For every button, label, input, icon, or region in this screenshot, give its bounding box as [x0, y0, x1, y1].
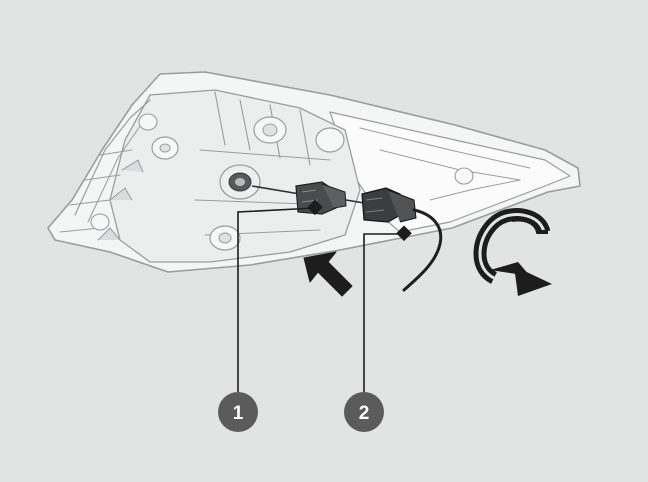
rotate-arrow-icon — [473, 208, 552, 296]
callout-pointers — [307, 199, 412, 242]
callout-1-badge — [218, 392, 258, 432]
callout-2-pointer — [396, 225, 412, 242]
wiring-connector — [345, 187, 443, 292]
callout-1-leader — [237, 207, 316, 392]
push-in-arrow-icon — [303, 251, 353, 297]
wiring-harness — [402, 208, 443, 292]
callout-1-label: 1 — [233, 403, 244, 424]
callout-2-badge — [344, 392, 384, 432]
callout-2: 2 — [344, 392, 384, 432]
callout-2-leader — [363, 233, 404, 392]
bulb-socket — [251, 181, 347, 215]
callout-2-label: 2 — [359, 403, 370, 424]
callout-1-pointer — [307, 199, 323, 216]
callout-leaders — [237, 207, 404, 392]
callout-1: 1 — [218, 392, 258, 432]
